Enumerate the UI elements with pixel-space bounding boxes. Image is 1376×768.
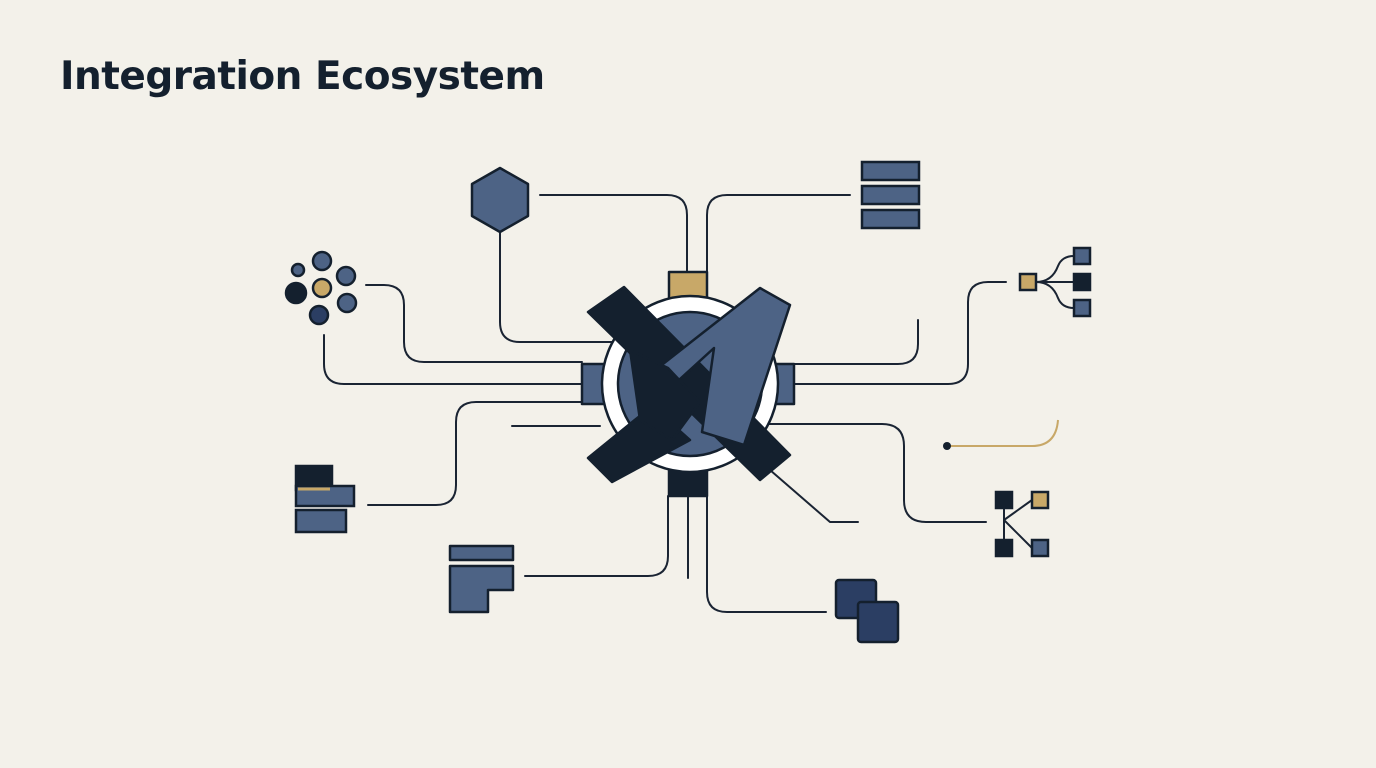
connector-lines <box>323 194 1007 613</box>
overlapping-squares-icon <box>834 578 900 644</box>
branch-tree-icon <box>1018 246 1092 318</box>
dot-cluster-icon <box>284 250 358 326</box>
page-title: Integration Ecosystem <box>60 54 545 99</box>
connector-stack <box>706 194 851 273</box>
connector-dots-lower <box>323 334 583 385</box>
connector-diagonal <box>769 469 859 523</box>
hexagon-icon <box>470 166 530 234</box>
layered-panel-icon <box>294 464 356 534</box>
crossed-arrows-hub-icon <box>580 270 796 498</box>
connector-nodes <box>767 423 987 523</box>
connector-tree <box>793 281 1007 385</box>
curve-line-icon <box>943 419 1059 450</box>
block-shape-icon <box>448 544 515 614</box>
hub-arm-dark-c <box>628 348 702 442</box>
stacked-bars-icon <box>860 160 921 230</box>
node-graph-icon <box>994 490 1050 558</box>
connector-block <box>524 495 669 577</box>
connector-squares <box>706 495 827 613</box>
connector-hexagon-bottom <box>499 231 619 343</box>
connector-right-short <box>793 319 919 365</box>
connector-panel <box>367 401 591 506</box>
connector-hexagon-top <box>539 194 688 273</box>
connector-dots-upper <box>365 284 583 363</box>
